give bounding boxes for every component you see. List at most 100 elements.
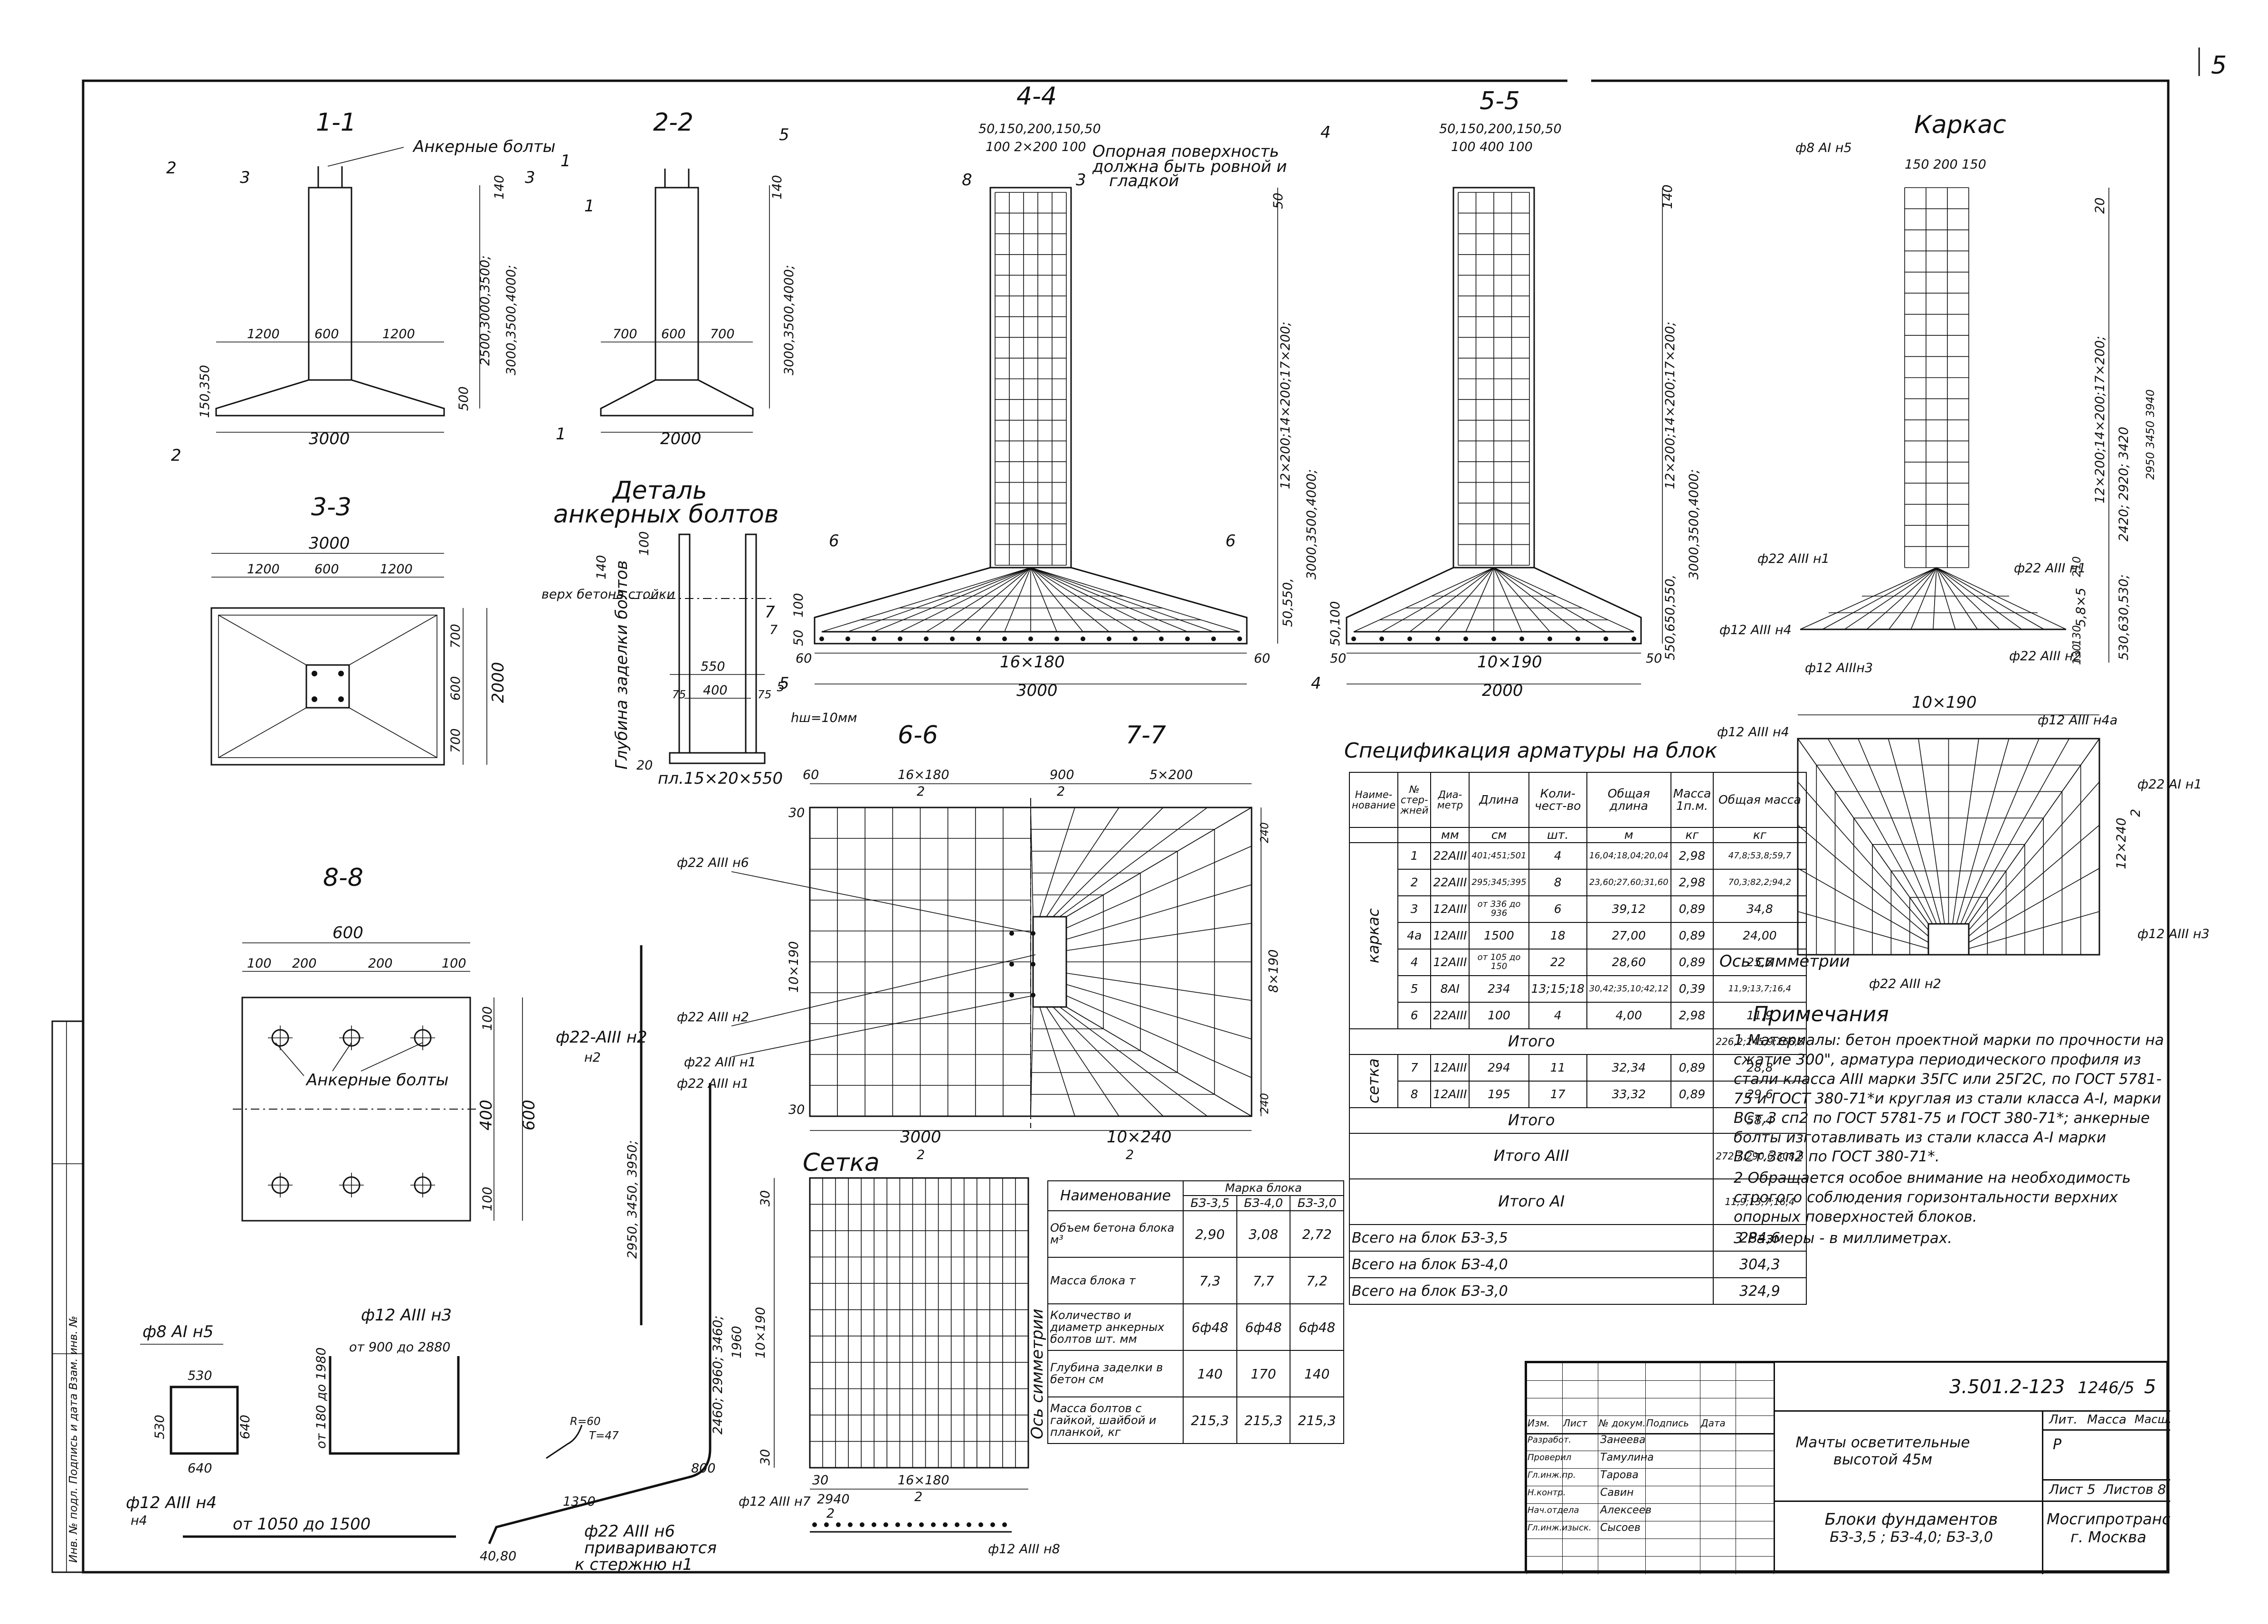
dim: 20 (636, 758, 653, 773)
tb-person: Сысоев (1600, 1522, 1641, 1534)
column-outline (1032, 916, 1067, 1008)
dim: 1200 (380, 562, 413, 577)
dim: 50 (1330, 651, 1346, 666)
section-marker: 3 (1076, 171, 1086, 190)
dim: 5×200 (1149, 768, 1193, 782)
fan-bar (873, 567, 1031, 632)
bolt-hole (338, 696, 344, 702)
title-block: 3.501.2-123 1246/5 5 Мачты осветительные… (1525, 1361, 2172, 1574)
dim: 1200 (382, 327, 415, 342)
bar-section (836, 1522, 841, 1527)
block-header: БЗ-3,5 (1183, 1195, 1237, 1212)
tb-person: Савин (1600, 1487, 1634, 1499)
dim: 3000 (309, 534, 350, 553)
setka-grid (809, 1178, 1029, 1468)
dim: 2000 (489, 662, 508, 703)
block-cell: 140 (1290, 1350, 1344, 1398)
spec-cell: 1500 (1469, 922, 1529, 950)
block-row-label: Количество и диаметр анкерных болтов шт.… (1047, 1303, 1184, 1351)
fan-bar (1381, 567, 1494, 632)
block-header: Наименование (1047, 1180, 1184, 1212)
spec-header: Общая масса (1713, 772, 1807, 828)
karkas-view: Каркас ф8 АI н5 150 200 150 12×200;14×20… (1719, 111, 2157, 675)
fan-bar (1046, 1007, 1120, 1117)
dim: 100 (480, 1006, 495, 1031)
dim: 140 (594, 555, 609, 579)
fan-bar (1066, 1007, 1252, 1117)
spec-cell: 5 (1397, 975, 1432, 1003)
long-bars: 2950, 3450, 3950; 2460; 2960; 3460; ф22 … (480, 945, 749, 1574)
fan-bar (978, 567, 1031, 632)
tb-col-header: № докум. (1599, 1417, 1646, 1429)
bolt-hole (338, 671, 344, 676)
spec-cell: 22АIII (1430, 842, 1470, 870)
fan-bar (1465, 567, 1494, 632)
dim: 30 (788, 806, 805, 820)
block-row-label: Объем бетона блока м³ (1047, 1210, 1184, 1258)
dim: 7 (769, 623, 778, 637)
fan-bar (821, 567, 1031, 632)
column-reinforcement (1458, 192, 1530, 566)
dim: 40,80 (480, 1549, 516, 1564)
setka-view: Сетка Ось симметрии 30 2940 2 16×180 2 1… (730, 1149, 1060, 1557)
bar-section (812, 1522, 817, 1527)
bar-label: ф12 АIII н3 (2137, 927, 2210, 941)
view-7-7-title: 7-7 (1126, 721, 1166, 750)
spec-cell: от 336 до 936 (1469, 895, 1529, 923)
dim: 10×190 (1912, 693, 1977, 712)
spec-cell: 12АIII (1430, 1054, 1470, 1082)
dim: 2 (917, 1148, 925, 1162)
fan-bar (1968, 781, 2100, 931)
dim: 2 (826, 1506, 835, 1521)
spec-cell: 12АIII (1430, 949, 1470, 977)
spec-cell: 0,39 (1670, 975, 1714, 1003)
karkas-plan-bars (1797, 738, 2100, 955)
dim: 2 (1126, 1148, 1134, 1162)
fan-bar (1353, 567, 1494, 632)
fan-bar (1053, 807, 1164, 917)
bar-label: ф22-АIII н2 (556, 1028, 647, 1047)
spec-cell: 6 (1528, 895, 1587, 923)
fan-bar (1797, 781, 1929, 931)
setka-bar-dots (812, 1522, 1007, 1527)
view-3-3-title: 3-3 (311, 493, 351, 522)
section-marker: 2 (171, 446, 181, 465)
spec-total-value: 284,6 (1713, 1224, 1807, 1252)
bar-n6-hook (546, 1425, 583, 1459)
dim: 3000,3500,4000; (782, 265, 797, 375)
block-cell: 7,3 (1183, 1257, 1237, 1305)
fan-bar (1936, 567, 2022, 630)
dim: 530,630,530; (2116, 574, 2131, 660)
dim: 8×190 (1266, 950, 1281, 993)
fan-bar (1968, 911, 2100, 949)
tb-col-header: Подпись (1646, 1417, 1689, 1429)
dim: 100 (637, 531, 652, 556)
bar-n5-label: ф8 АI н5 (142, 1322, 213, 1341)
bar-section (1463, 636, 1468, 641)
dim: 100 (480, 1187, 495, 1211)
spec-cell: 22АIII (1430, 869, 1470, 897)
dim: 2950 3450 3940 (2145, 389, 2157, 480)
fan-bar (900, 567, 1031, 632)
spec-cell: 17 (1528, 1081, 1587, 1109)
block-row-label: Масса блока т (1047, 1257, 1184, 1305)
bolt-hole (312, 671, 317, 676)
bar-section (819, 636, 824, 641)
bar-section (1604, 636, 1608, 641)
bar-section (1237, 636, 1242, 641)
fan-bar (1030, 1007, 1034, 1117)
bolt-hole (312, 696, 317, 702)
spec-cell: 11 (1528, 1054, 1587, 1082)
bar-n6-label: ф22 АIII н6 (584, 1522, 675, 1541)
bar-section (1435, 636, 1440, 641)
spec-unit: кг (1670, 826, 1714, 844)
tb-role: Гл.инж.пр. (1528, 1470, 1576, 1480)
fan-bar (1933, 567, 1937, 630)
spec-cell: 2,98 (1670, 842, 1714, 870)
bar-label: ф12 АIII н4 (1719, 623, 1792, 637)
tb-person: Тарова (1600, 1469, 1639, 1481)
mesh-grid-6-6 (809, 807, 1031, 1117)
dim: 150,350 (198, 365, 212, 418)
spec-cell: 4а (1397, 922, 1432, 950)
